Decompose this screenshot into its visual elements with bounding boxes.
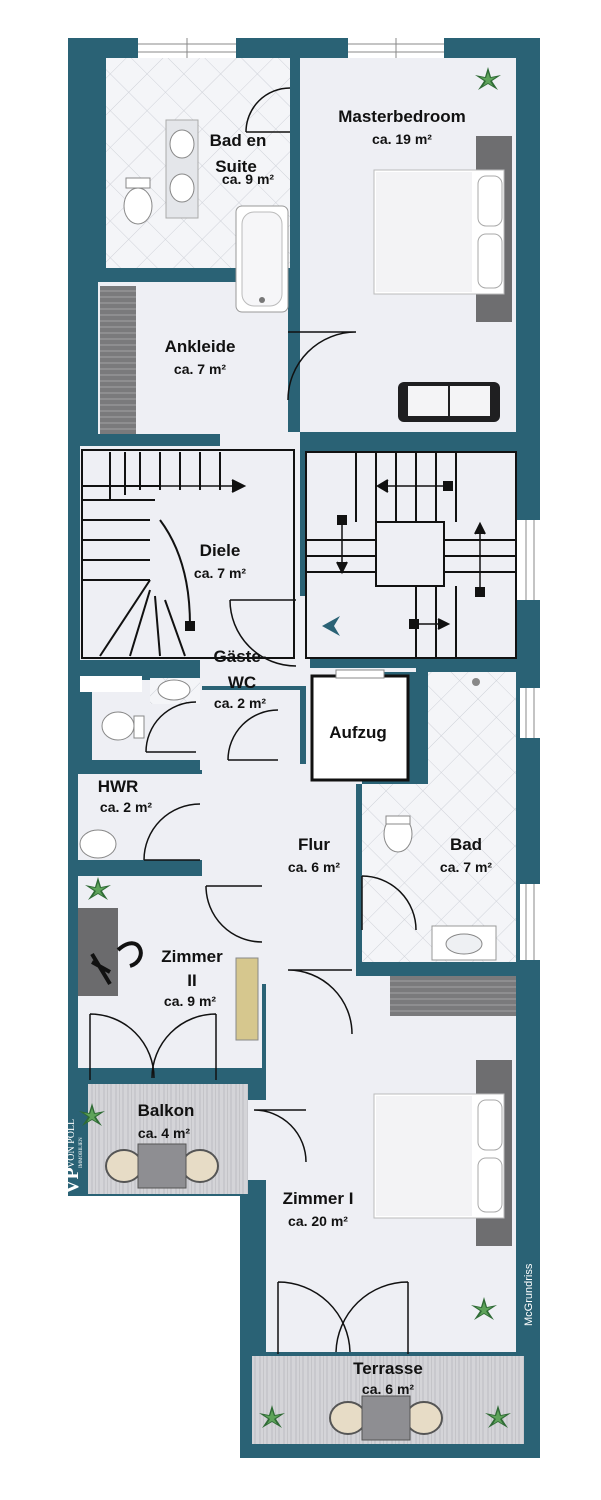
stairs-right	[305, 451, 517, 659]
area-zimmer-i: ca. 20 m²	[288, 1213, 348, 1229]
windows	[68, 38, 540, 966]
area-flur: ca. 6 m²	[288, 859, 340, 875]
company-logo: VP VON POLL IMMOBILIEN	[61, 1119, 84, 1194]
watermark: McGrundriss	[523, 1263, 535, 1326]
label-bad: Bad	[450, 835, 482, 854]
area-gaeste-wc: ca. 2 m²	[214, 695, 266, 711]
label-bad-en-suite-2: Suite	[215, 157, 257, 176]
area-ankleide: ca. 7 m²	[174, 361, 226, 377]
label-diele: Diele	[200, 541, 241, 560]
stairs-left	[81, 449, 295, 659]
room-labels: Masterbedroom ca. 19 m² Bad en Suite ca.…	[98, 107, 493, 1397]
area-bad: ca. 7 m²	[440, 859, 492, 875]
label-balkon: Balkon	[138, 1101, 195, 1120]
label-terrasse: Terrasse	[353, 1359, 423, 1378]
label-gaeste-wc-2: WC	[228, 673, 256, 692]
doors	[89, 87, 417, 1354]
elevator	[310, 669, 410, 782]
label-ankleide: Ankleide	[165, 337, 236, 356]
area-masterbedroom: ca. 19 m²	[372, 131, 432, 147]
area-diele: ca. 7 m²	[194, 565, 246, 581]
area-hwr: ca. 2 m²	[100, 799, 152, 815]
area-terrasse: ca. 6 m²	[362, 1381, 414, 1397]
area-balkon: ca. 4 m²	[138, 1125, 190, 1141]
label-gaeste-wc-1: Gäste-	[214, 647, 267, 666]
label-aufzug: Aufzug	[329, 723, 387, 742]
label-bad-en-suite-1: Bad en	[210, 131, 267, 150]
label-zimmer-ii-2: II	[187, 971, 196, 990]
label-flur: Flur	[298, 835, 330, 854]
label-masterbedroom: Masterbedroom	[338, 107, 466, 126]
logo-line2: IMMOBILIEN	[79, 1137, 84, 1168]
logo-initials: VP	[61, 1167, 83, 1194]
logo-line1: VON POLL	[66, 1119, 77, 1168]
label-hwr: HWR	[98, 777, 139, 796]
label-zimmer-i: Zimmer I	[283, 1189, 354, 1208]
area-bad-en-suite: ca. 9 m²	[222, 171, 274, 187]
label-zimmer-ii-1: Zimmer	[161, 947, 223, 966]
area-zimmer-ii: ca. 9 m²	[164, 993, 216, 1009]
furniture	[78, 119, 516, 1441]
